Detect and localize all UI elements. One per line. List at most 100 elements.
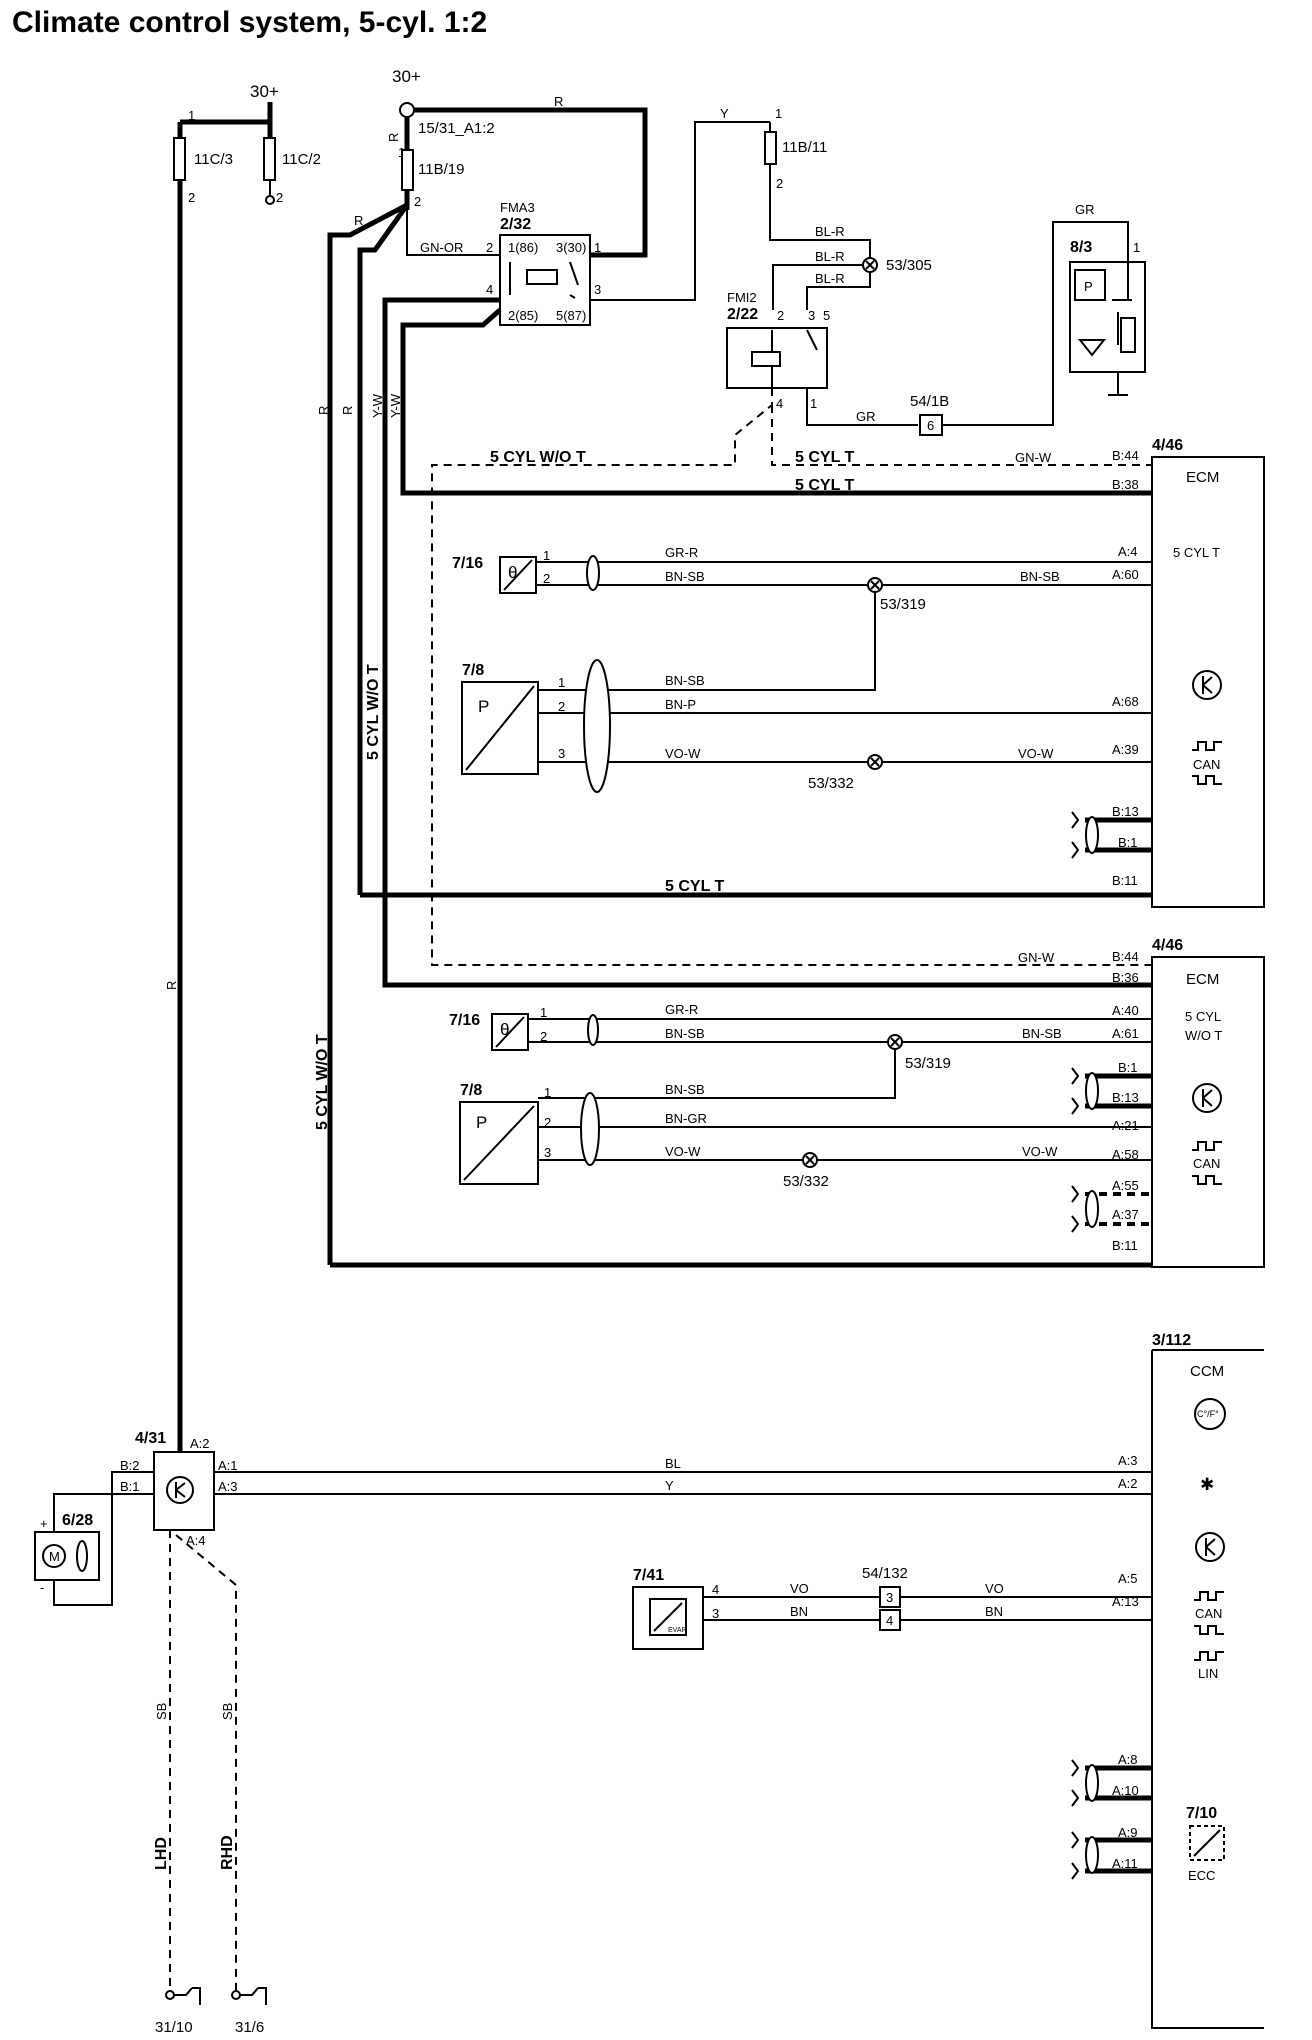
twist-icon-c [587, 1014, 599, 1046]
wire-y-w-ecm2-b36 [382, 297, 1152, 988]
wire-label-r-b: R [340, 406, 355, 415]
pressure-switch-coil [1120, 317, 1136, 353]
pressure2-p1: 1 [544, 1085, 551, 1100]
wire-label-bn-gr: BN-GR [665, 1111, 707, 1126]
wire-label-bn-sb5: BN-SB [1022, 1026, 1062, 1041]
wire-label-bl-r2: BL-R [815, 249, 845, 264]
wire-label-y2: Y [665, 1478, 674, 1493]
pressure2-p3: 3 [544, 1145, 551, 1160]
wire-label-bn-sb1: BN-SB [665, 569, 705, 584]
ccm-temp-unit-icon [1194, 1398, 1226, 1430]
evap-sensor-slash [653, 1602, 683, 1632]
ground-rhd-label: RHD [219, 1835, 236, 1870]
ecm2-pin-a61: A:61 [1112, 1026, 1139, 1041]
wire-gr-to-8-3 [942, 221, 1129, 426]
fuse1-pin-top: 1 [188, 108, 195, 123]
junction-30-top [399, 102, 415, 118]
ecm2-dashed-break-marks [1071, 1185, 1080, 1233]
wire-label-y-w-a: Y-W [370, 393, 385, 418]
wire-label-sb1: SB [154, 1703, 169, 1720]
ccm-snowflake-icon: ✱ [1200, 1475, 1214, 1494]
ecm1-pin-b1: B:1 [1118, 835, 1138, 850]
wire-y-relay1 [590, 121, 770, 301]
ecm1-can-label: CAN [1193, 757, 1220, 772]
fan-module-id: 4/31 [135, 1430, 166, 1447]
wire-label-vo-w2: VO-W [1018, 746, 1054, 761]
ecm1-pin-a4: A:4 [1118, 544, 1138, 559]
junction-15-31-label: 15/31_A1:2 [418, 120, 495, 137]
relay2-coil [751, 351, 781, 367]
wire-bn-sb-a-down [543, 592, 876, 691]
twist-icon-dashed-ecm2 [1085, 1190, 1099, 1228]
ecm1-variant: 5 CYL T [1173, 545, 1220, 560]
fan-blade-icon [76, 1540, 88, 1572]
splice-53-319-a-x [870, 580, 880, 590]
wire-label-gr1: GR [856, 409, 876, 424]
ccm-ecc-label: ECC [1188, 1868, 1215, 1883]
ground-icon [1108, 372, 1128, 396]
ecm2-pin-b1: B:1 [1118, 1060, 1138, 1075]
wire-label-r-a: R [316, 406, 331, 415]
ecm2-pin-a40: A:40 [1112, 1003, 1139, 1018]
ecm1-transistor-icon [1192, 670, 1222, 700]
pressure2-slash [463, 1105, 535, 1181]
wire-gn-or [406, 205, 500, 256]
wire-label-gn-or: GN-OR [420, 240, 463, 255]
ecm2-can-label: CAN [1193, 1156, 1220, 1171]
page-title: Climate control system, 5-cyl. 1:2 [12, 6, 487, 39]
splice-53-332-b-label: 53/332 [783, 1173, 829, 1190]
pressure1-p2: 2 [558, 699, 565, 714]
fuse-11c3 [173, 137, 186, 181]
pressure1-p3: 3 [558, 746, 565, 761]
ccm-name: CCM [1190, 1363, 1224, 1380]
splice-53-319-b-x [890, 1037, 900, 1047]
fuse3-pin-bot: 2 [414, 194, 421, 209]
fuse2-pin-top: 1 [266, 108, 273, 123]
relay1-n3: 3 [594, 282, 601, 297]
splice-53-319-a-label: 53/319 [880, 596, 926, 613]
relay2-name: FMI2 [727, 290, 757, 305]
pressure-switch-sensor [1074, 269, 1106, 301]
evap-sensor-7-41 [632, 1586, 704, 1650]
ecm2-pin-a37: A:37 [1112, 1207, 1139, 1222]
splice-53-305-x [865, 260, 875, 270]
splice-53-332-a-x [870, 757, 880, 767]
ccm-transistor-icon [1195, 1532, 1225, 1562]
ccm-cf-label: C°/F° [1197, 1409, 1219, 1419]
temp-sensor2-p1: 1 [540, 1005, 547, 1020]
fan-module-pin-b2: B:2 [120, 1458, 140, 1473]
ecm2-variant-1: 5 CYL [1185, 1009, 1221, 1024]
ecm2-pin-b11: B:11 [1112, 1238, 1138, 1253]
wire-label-vo2: VO [985, 1581, 1004, 1596]
ccm-pin-a10: A:10 [1112, 1783, 1139, 1798]
ecm1-name: ECM [1186, 469, 1219, 486]
wire-label-vo-w1: VO-W [665, 746, 701, 761]
fuse-supply-bar [180, 102, 273, 125]
ccm-pin-a9: A:9 [1118, 1825, 1138, 1840]
ecm1-pin-b38: B:38 [1112, 477, 1139, 492]
connector-54-132-pin4 [879, 1609, 901, 1631]
ccm-a-break-marks [1071, 1759, 1080, 1807]
connector-54-1b-label: 54/1B [910, 393, 949, 410]
twist-icon-b [583, 659, 611, 793]
pressure2-symbol: P [476, 1113, 487, 1132]
relay1-coil [526, 269, 558, 285]
ground-switch-31-10 [174, 1987, 201, 2005]
ccm-pin-a3: A:3 [1118, 1453, 1138, 1468]
wire-dashed-pair-ecm2 [1085, 1192, 1152, 1226]
ccm-ecc-id: 7/10 [1186, 1805, 1217, 1822]
ecm2-id: 4/46 [1152, 937, 1183, 954]
ecm1-pin-b11: B:11 [1112, 873, 1138, 888]
ecm1-pin-b44: B:44 [1112, 448, 1139, 463]
wire-label-y: Y [720, 106, 729, 121]
temp-sensor1-theta: θ [508, 563, 517, 582]
relay1-p5: 5(87) [556, 308, 586, 323]
ecm2-can-icon-2 [1192, 1175, 1222, 1185]
wire-label-gr-r2: GR-R [665, 1002, 698, 1017]
ecm2-transistor-glyph [1202, 1089, 1213, 1107]
sensor-8-3-label: 8/3 [1070, 239, 1092, 256]
fan-module-transistor-glyph [175, 1482, 186, 1498]
ecm2-pin-a21: A:21 [1112, 1118, 1139, 1133]
wire-label-vo1: VO [790, 1581, 809, 1596]
supply-30-top: 30+ [392, 67, 421, 86]
